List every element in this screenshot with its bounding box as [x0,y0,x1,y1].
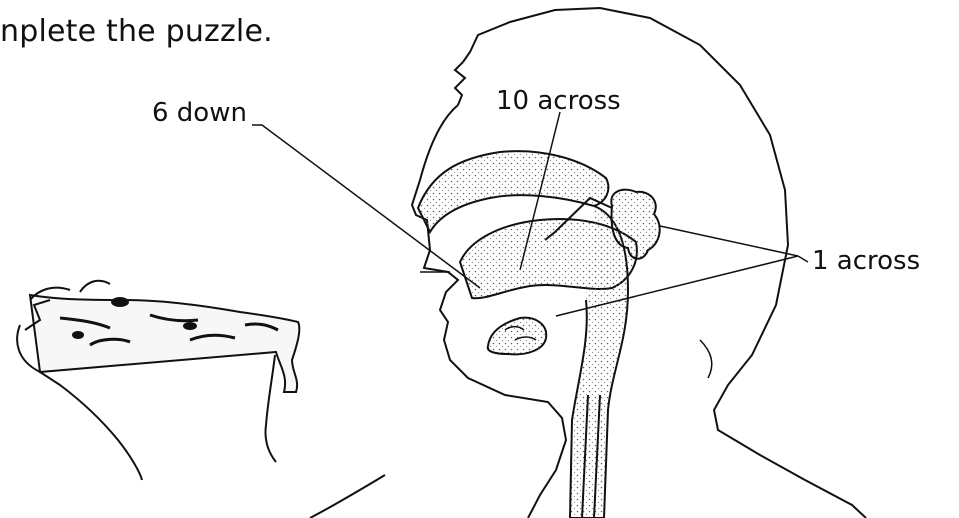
leader-1-across-upper [660,226,798,256]
label-1-across: 1 across [812,246,920,276]
pizza-slice [30,295,299,392]
hair-squiggle [455,62,465,105]
neck-front [310,475,385,518]
ear-line [700,340,712,378]
submandibular-gland [488,318,546,355]
label-6-down: 6 down [152,98,247,128]
label-10-across: 10 across [496,86,621,116]
